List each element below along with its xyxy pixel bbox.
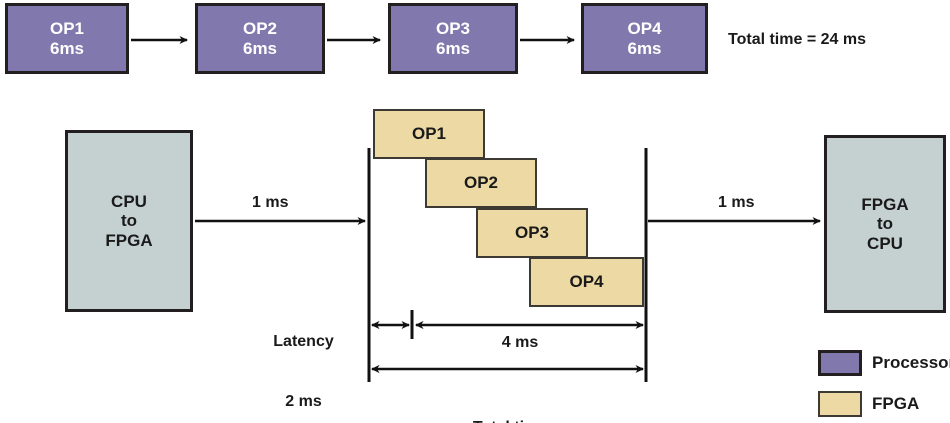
pipelined-op-block-4: OP4 — [529, 257, 644, 307]
latency-value-text: 2 ms — [285, 393, 322, 410]
legend-swatch-processor — [818, 350, 862, 376]
pipelined-total-time-line-1: Total time — [437, 418, 583, 423]
latency-label-text: Latency — [273, 333, 334, 350]
pipelined-op-label: OP4 — [569, 272, 604, 291]
cpu-to-fpga-block: CPU to FPGA — [65, 130, 193, 312]
pipelined-op-block-1: OP1 — [373, 109, 485, 159]
op-block-label: OP4 — [627, 19, 662, 39]
sequential-total-time-label: Total time = 24 ms — [728, 31, 866, 48]
fpga-to-cpu-block: FPGA to CPU — [824, 135, 946, 313]
latency-label: Latency 2 ms — [251, 292, 356, 423]
sequential-op-block-4: OP4 6ms — [581, 3, 708, 74]
fpga-to-cpu-line-1: FPGA — [861, 195, 909, 215]
op-block-label: OP2 — [242, 19, 278, 39]
pipelined-total-time-label: Total time 6 ms — [437, 378, 583, 423]
legend-label-fpga: FPGA — [872, 394, 920, 413]
pipelined-op-block-2: OP2 — [425, 158, 537, 208]
op-block-label: OP1 — [49, 19, 85, 39]
op-block-time: 6ms — [242, 38, 278, 58]
op-block-time: 6ms — [435, 38, 471, 58]
pipelined-op-label: OP3 — [514, 223, 550, 242]
cpu-to-fpga-line-3: FPGA — [105, 230, 153, 250]
sequential-op-block-2: OP2 6ms — [195, 3, 325, 74]
fpga-to-cpu-line-3: CPU — [867, 233, 903, 253]
cpu-to-fpga-line-1: CPU — [111, 192, 147, 212]
sequential-op-block-1: OP1 6ms — [5, 3, 129, 74]
sequential-op-block-3: OP3 6ms — [388, 3, 518, 74]
fpga-to-cpu-line-2: to — [876, 214, 894, 234]
pipelined-op-label: OP2 — [463, 173, 499, 192]
legend-label-processor: Processor — [872, 353, 950, 372]
throughput-label: 4 ms — [501, 334, 539, 351]
pipelined-op-block-3: OP3 — [476, 208, 588, 258]
cpu-to-fpga-line-2: to — [120, 211, 138, 231]
op-block-time: 6ms — [627, 38, 662, 58]
op-block-time: 6ms — [49, 38, 85, 58]
legend-swatch-fpga — [818, 391, 862, 417]
pipelined-op-label: OP1 — [411, 124, 447, 143]
transfer-in-label: 1 ms — [252, 194, 289, 211]
transfer-out-label: 1 ms — [718, 194, 755, 211]
op-block-label: OP3 — [435, 19, 471, 39]
